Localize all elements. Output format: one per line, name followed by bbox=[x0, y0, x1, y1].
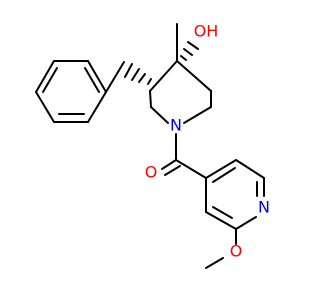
ether-oxygen-label: O bbox=[230, 242, 243, 261]
bond-benzene-1 bbox=[35, 60, 55, 93]
bond-benzene-4 bbox=[87, 91, 107, 123]
bond-benzene-double-1 bbox=[42, 67, 58, 93]
structure-canvas: OH N O N O bbox=[0, 0, 300, 300]
bond-pyr-double-1 bbox=[212, 167, 236, 183]
bond-pyr-4 bbox=[235, 216, 257, 230]
bond-benzene-double-3 bbox=[84, 67, 100, 93]
bond-pyr-5 bbox=[205, 211, 237, 230]
bond-c4-c5 bbox=[176, 60, 212, 92]
bond-pyr-double-3 bbox=[212, 206, 233, 219]
bond-n-c2 bbox=[150, 106, 169, 124]
hash-3 bbox=[131, 68, 140, 81]
stereo-hash-bond-c4 bbox=[180, 41, 199, 61]
bond-benzene-2 bbox=[35, 91, 55, 123]
bond-benzyl-ch2 bbox=[105, 61, 125, 93]
hash-6 bbox=[183, 48, 193, 56]
hash-1 bbox=[147, 78, 152, 85]
hydroxyl-label: OH bbox=[194, 22, 219, 41]
bond-oether-methyl bbox=[205, 257, 224, 269]
bond-pyr-2 bbox=[235, 159, 265, 179]
bond-c2-c3 bbox=[149, 90, 152, 108]
carbonyl-oxygen-label: O bbox=[145, 163, 158, 182]
bond-c6-n bbox=[183, 106, 212, 124]
pyridine-ring bbox=[205, 159, 265, 230]
bond-c3-c4 bbox=[149, 60, 178, 92]
pyridine-nitrogen-label: N bbox=[258, 198, 270, 217]
background bbox=[0, 0, 300, 300]
bond-benzene-5 bbox=[87, 60, 107, 93]
hash-4 bbox=[124, 63, 133, 78]
bond-pyr-1 bbox=[205, 159, 237, 179]
bond-carbonyl-double-inner bbox=[164, 165, 181, 176]
stereo-hash-bond-c3 bbox=[124, 63, 152, 85]
bond-carbonyl-double-outer bbox=[161, 159, 177, 170]
piperidine-ring bbox=[149, 60, 212, 124]
hash-7 bbox=[187, 41, 199, 50]
molecule-structure: OH N O N O bbox=[0, 0, 300, 300]
benzene-ring bbox=[35, 60, 107, 123]
bond-carbonyl-pyridine bbox=[175, 159, 207, 179]
hash-2 bbox=[138, 73, 146, 83]
ring-nitrogen-label: N bbox=[170, 116, 182, 135]
hash-5 bbox=[180, 55, 187, 61]
